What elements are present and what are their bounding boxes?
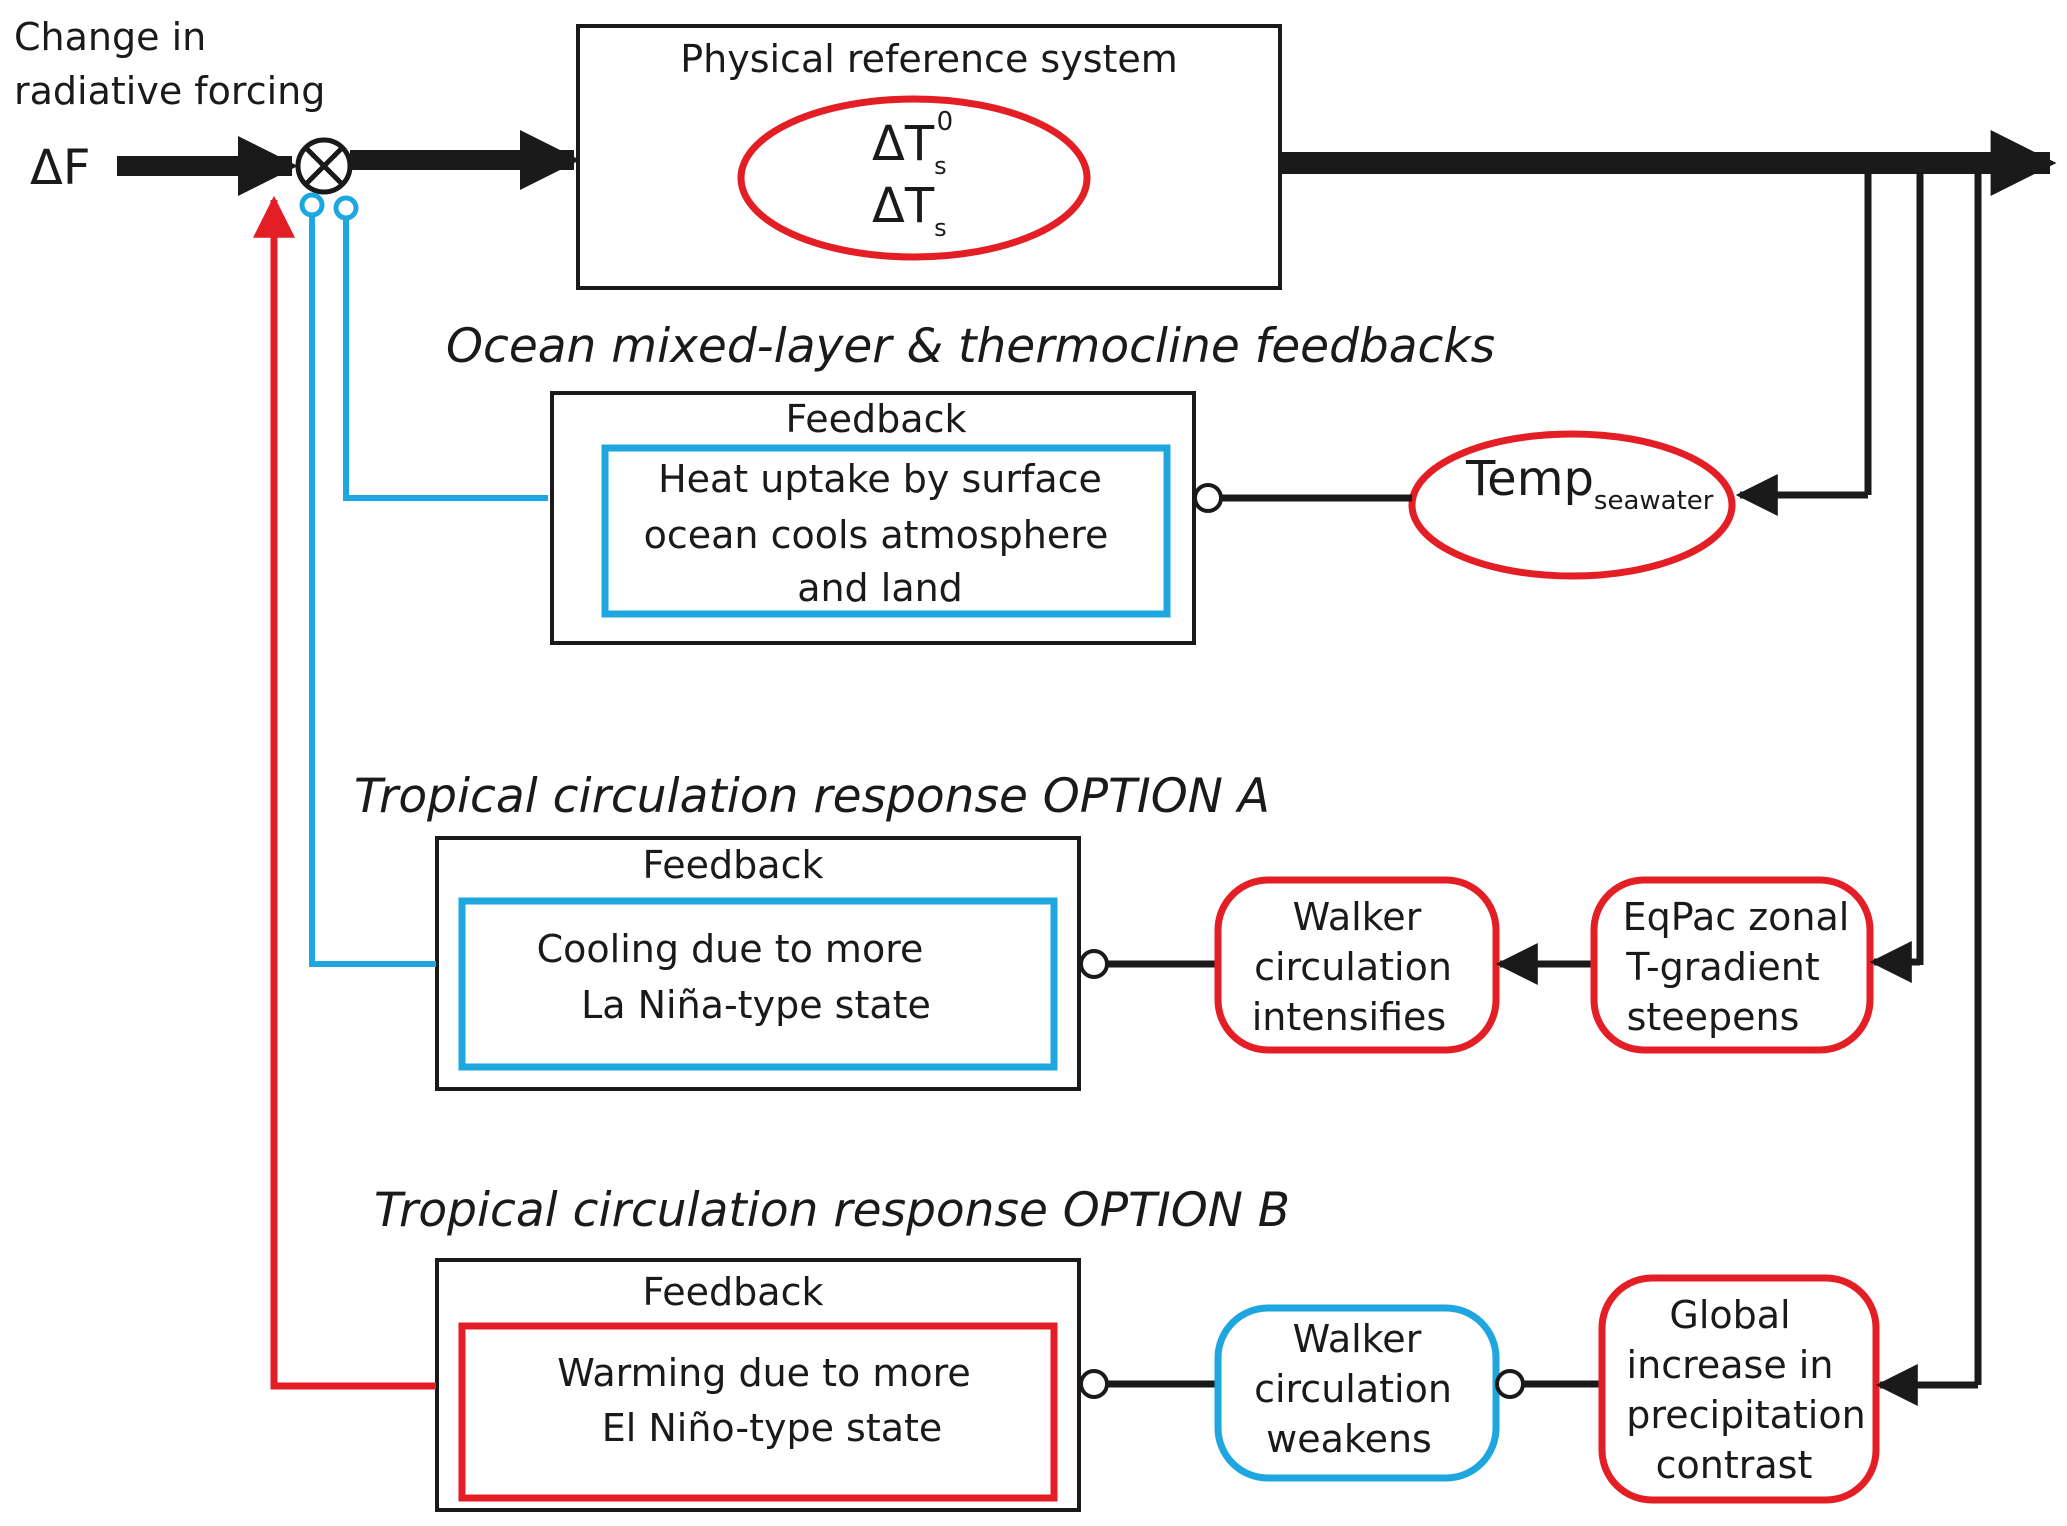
delta-f-symbol: ΔF (30, 140, 90, 196)
ocean-section-heading: Ocean mixed-layer & thermocline feedback… (446, 319, 1495, 374)
temp-seawater-label: Tempseawater (1465, 451, 1714, 516)
eqpac-line3: steepens (1627, 995, 1800, 1039)
walker-a-line1: Walker (1293, 895, 1422, 939)
ocean-feedback-line3: and land (797, 566, 963, 610)
walker-weakens-box (1214, 1304, 1500, 1482)
global-line2: increase in (1627, 1343, 1834, 1387)
option-b-feedback-inner (458, 1322, 1058, 1502)
option-b-feedback-box (435, 1258, 1081, 1512)
global-line4: contrast (1656, 1443, 1813, 1487)
option-b-feedback-title: Feedback (643, 1270, 824, 1314)
ocean-feedback-line1: Heat uptake by surface (658, 457, 1102, 501)
eqpac-line1: EqPac zonal (1623, 895, 1850, 939)
walker-b-line1: Walker (1293, 1317, 1422, 1361)
option-a-return-node (299, 192, 325, 218)
delta-ts-label: ΔTs (872, 178, 947, 242)
ocean-feedback-box (550, 391, 1196, 645)
option-b-connector-node (1079, 1369, 1109, 1399)
ocean-connector-node (1193, 483, 1223, 513)
global-line3: precipitation (1626, 1393, 1865, 1437)
ocean-feedback-title: Feedback (786, 397, 967, 441)
input-label-line2: radiative forcing (14, 69, 325, 113)
option-a-return-line (309, 216, 436, 967)
option-a-heading: Tropical circulation response OPTION A (354, 769, 1270, 824)
option-b-feedback-line2: El Niño-type state (602, 1406, 943, 1450)
option-a-feedback-inner (458, 897, 1058, 1071)
delta-ts0-label: ΔTs0 (872, 107, 953, 180)
option-b-return-line (253, 195, 436, 1390)
ocean-feedback-return-line (343, 218, 548, 501)
walker-b-connector-node (1495, 1369, 1525, 1399)
option-a-connector-node (1079, 949, 1109, 979)
walker-a-line3: intensifies (1252, 995, 1446, 1039)
reference-system-box (576, 24, 1282, 290)
ocean-return-node (333, 195, 359, 221)
reference-system-title: Physical reference system (680, 37, 1178, 81)
summing-junction-icon (295, 137, 353, 195)
walker-b-line3: weakens (1266, 1417, 1432, 1461)
walker-b-line2: circulation (1254, 1367, 1452, 1411)
option-b-heading: Tropical circulation response OPTION B (374, 1183, 1290, 1238)
option-a-feedback-box (435, 836, 1081, 1091)
walker-a-line2: circulation (1254, 945, 1452, 989)
temp-seawater-ellipse (1408, 430, 1736, 580)
ocean-feedback-inner (601, 444, 1171, 618)
ocean-feedback-line2: ocean cools atmosphere (644, 513, 1109, 557)
option-a-feedback-line1: Cooling due to more (537, 927, 924, 971)
input-label-line1: Change in (14, 15, 206, 59)
eqpac-line2: T-gradient (1625, 945, 1820, 989)
option-b-feedback-line1: Warming due to more (557, 1351, 971, 1395)
option-a-feedback-line2: La Niña-type state (581, 983, 931, 1027)
global-line1: Global (1669, 1293, 1790, 1337)
delta-ts-ellipse (737, 95, 1091, 261)
option-a-feedback-title: Feedback (643, 843, 824, 887)
